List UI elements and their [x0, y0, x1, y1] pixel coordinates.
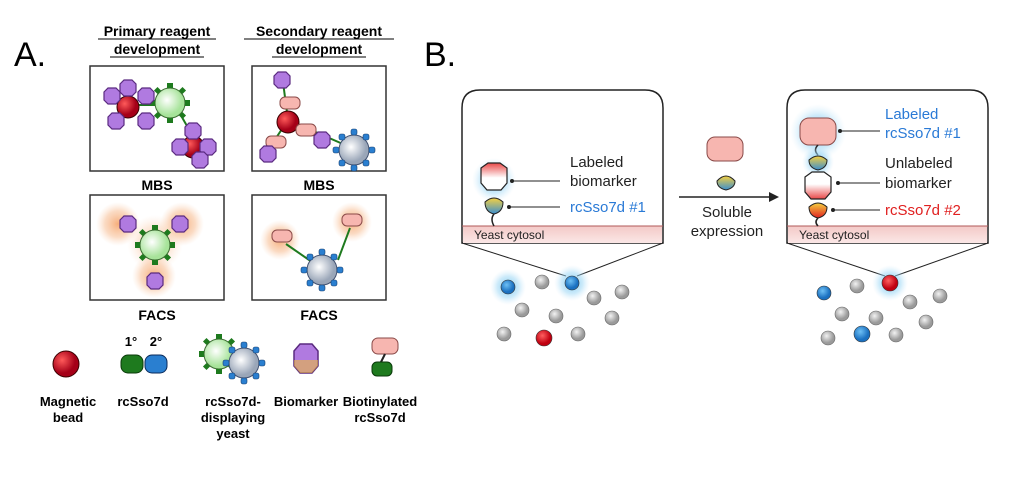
label-facs-primary: FACS	[138, 307, 175, 323]
legend-yeast-line2: displaying	[201, 410, 265, 425]
label-labeled-rcsso7d-line2: rcSso7d #1	[885, 125, 961, 142]
box-primary-facs	[89, 194, 225, 301]
cytosol-label-right: Yeast cytosol	[799, 228, 869, 242]
legend-secondary-mark: 2°	[150, 334, 162, 349]
legend-biotinylated-line2: rcSso7d	[354, 410, 405, 425]
panel-b-label: B.	[424, 36, 456, 74]
yeast-cell-icon	[149, 82, 191, 124]
legend-bead-line2: bead	[53, 410, 83, 425]
legend-rcsso7d: rcSso7d	[117, 394, 168, 409]
primary-binder-icon	[120, 354, 144, 374]
label-labeled-biomarker-line2: biomarker	[570, 173, 637, 190]
yeast-cell-icon	[300, 248, 344, 292]
arrow-label-line1: Soluble	[702, 204, 752, 221]
yeast-cell-icon	[134, 224, 176, 266]
secondary-binder-icon	[144, 354, 168, 374]
label-unlabeled-biomarker-line2: biomarker	[885, 175, 952, 192]
blue-yeast-icon	[222, 341, 266, 385]
arrow-label-line2: expression	[691, 223, 764, 240]
yeast-cell-icon	[332, 128, 376, 172]
biotinylated-binder-icon	[371, 361, 393, 377]
cytosol-label-left: Yeast cytosol	[474, 228, 544, 242]
box-secondary-facs	[251, 194, 387, 301]
box-secondary-mbs	[251, 65, 387, 172]
label-mbs-secondary: MBS	[303, 177, 334, 193]
cell-cluster-right	[816, 265, 948, 346]
unlabeled-biomarker-icon	[804, 171, 832, 200]
panel-a-label: A.	[14, 36, 46, 74]
legend: Magnetic bead 1° 2° rcSso7d rcSso7d- dis…	[40, 333, 417, 441]
col1-header-line1: Primary reagent	[104, 23, 211, 39]
labeled-rcsso7d-1-icon	[799, 117, 837, 146]
col1-header-line2: development	[114, 41, 201, 57]
label-rcsso7d-1: rcSso7d #1	[570, 199, 646, 216]
labeled-biomarker-icon	[480, 162, 508, 191]
zoom-box-left: Yeast cytosol Labeled biomarker rcSso7d …	[461, 89, 664, 277]
rcsso7d-1-icon	[484, 197, 504, 215]
label-facs-secondary: FACS	[300, 307, 337, 323]
col2-header-line2: development	[276, 41, 363, 57]
biotin-tag-icon	[371, 337, 399, 355]
binder-icon	[716, 175, 736, 191]
soluble-expression-arrow: Soluble expression	[679, 136, 779, 240]
box-primary-mbs	[89, 65, 225, 172]
legend-yeast-line3: yeast	[216, 426, 250, 441]
rcsso7d-2-icon	[808, 202, 828, 219]
legend-yeast-line1: rcSso7d-	[205, 394, 261, 409]
magnetic-bead-icon	[52, 350, 80, 378]
label-unlabeled-biomarker-line1: Unlabeled	[885, 155, 953, 172]
labeled-binder-icon	[706, 136, 744, 162]
legend-bead-line1: Magnetic	[40, 394, 96, 409]
label-labeled-rcsso7d-line1: Labeled	[885, 106, 938, 123]
zoom-box-right: Yeast cytosol Labeled rcSso7d #1 Unlabel…	[786, 89, 989, 277]
legend-biomarker: Biomarker	[274, 394, 338, 409]
label-mbs-primary: MBS	[141, 177, 172, 193]
label-rcsso7d-2: rcSso7d #2	[885, 202, 961, 219]
legend-biotinylated-line1: Biotinylated	[343, 394, 417, 409]
label-labeled-biomarker-line1: Labeled	[570, 154, 623, 171]
col2-header-line1: Secondary reagent	[256, 23, 382, 39]
cell-cluster-left	[490, 265, 630, 347]
legend-primary-mark: 1°	[125, 334, 137, 349]
